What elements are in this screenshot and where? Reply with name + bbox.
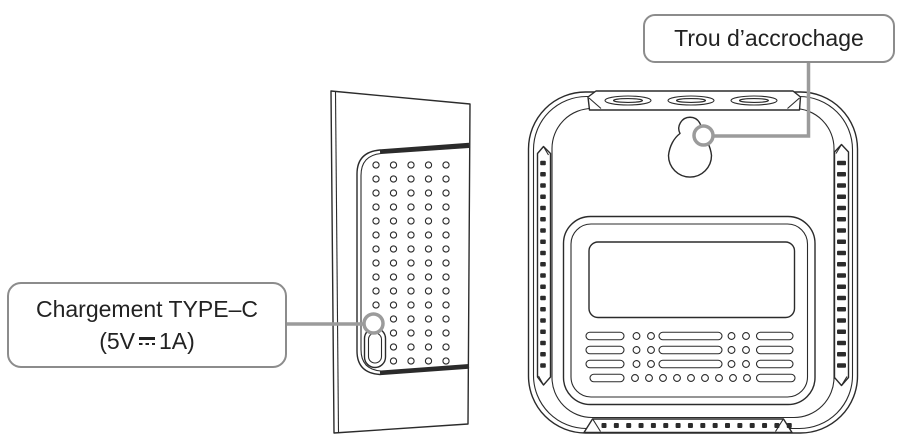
side-vent-panel-outline	[356, 142, 470, 376]
grip-strip-right	[833, 143, 850, 387]
charging-port-label-line2-pre: (5V	[99, 328, 135, 354]
bottom-vent-strip	[583, 418, 793, 434]
callout-charging-port: Chargement TYPE–C (5V 1A)	[7, 282, 287, 368]
back-outer-outline	[527, 91, 859, 434]
dc-power-icon	[138, 334, 156, 348]
side-vent-panel-top-band	[379, 143, 470, 154]
top-vent-slots	[587, 90, 802, 111]
side-body-edge-line	[334, 91, 340, 433]
charging-port-label-line1: Chargement TYPE–C	[35, 295, 258, 322]
side-vent-panel-bottom-band	[379, 364, 470, 375]
charging-port-label-line2-post: 1A)	[159, 328, 195, 354]
label-recess	[588, 241, 796, 319]
hanging-hole-marker-circle	[692, 124, 715, 147]
side-body-outline	[330, 90, 471, 434]
hanging-hole-label: Trou d’accrochage	[674, 25, 864, 52]
side-vent-holes	[372, 161, 450, 365]
charging-port-label-line2: (5V 1A)	[99, 325, 195, 357]
charging-port-marker-circle	[362, 312, 385, 335]
grip-strip-left	[536, 145, 552, 386]
hanging-hole-leader-line	[712, 63, 811, 138]
callout-hanging-hole: Trou d’accrochage	[643, 14, 895, 63]
speaker-pattern	[585, 331, 796, 383]
back-inner-body-outline	[551, 107, 835, 419]
hanging-hole	[667, 116, 713, 178]
display-panel	[562, 215, 816, 406]
side-vent-panel-inner-line	[360, 146, 470, 372]
back-outer-outline-2	[532, 95, 854, 430]
device-back-view	[527, 63, 859, 434]
device-side-view	[287, 90, 471, 434]
